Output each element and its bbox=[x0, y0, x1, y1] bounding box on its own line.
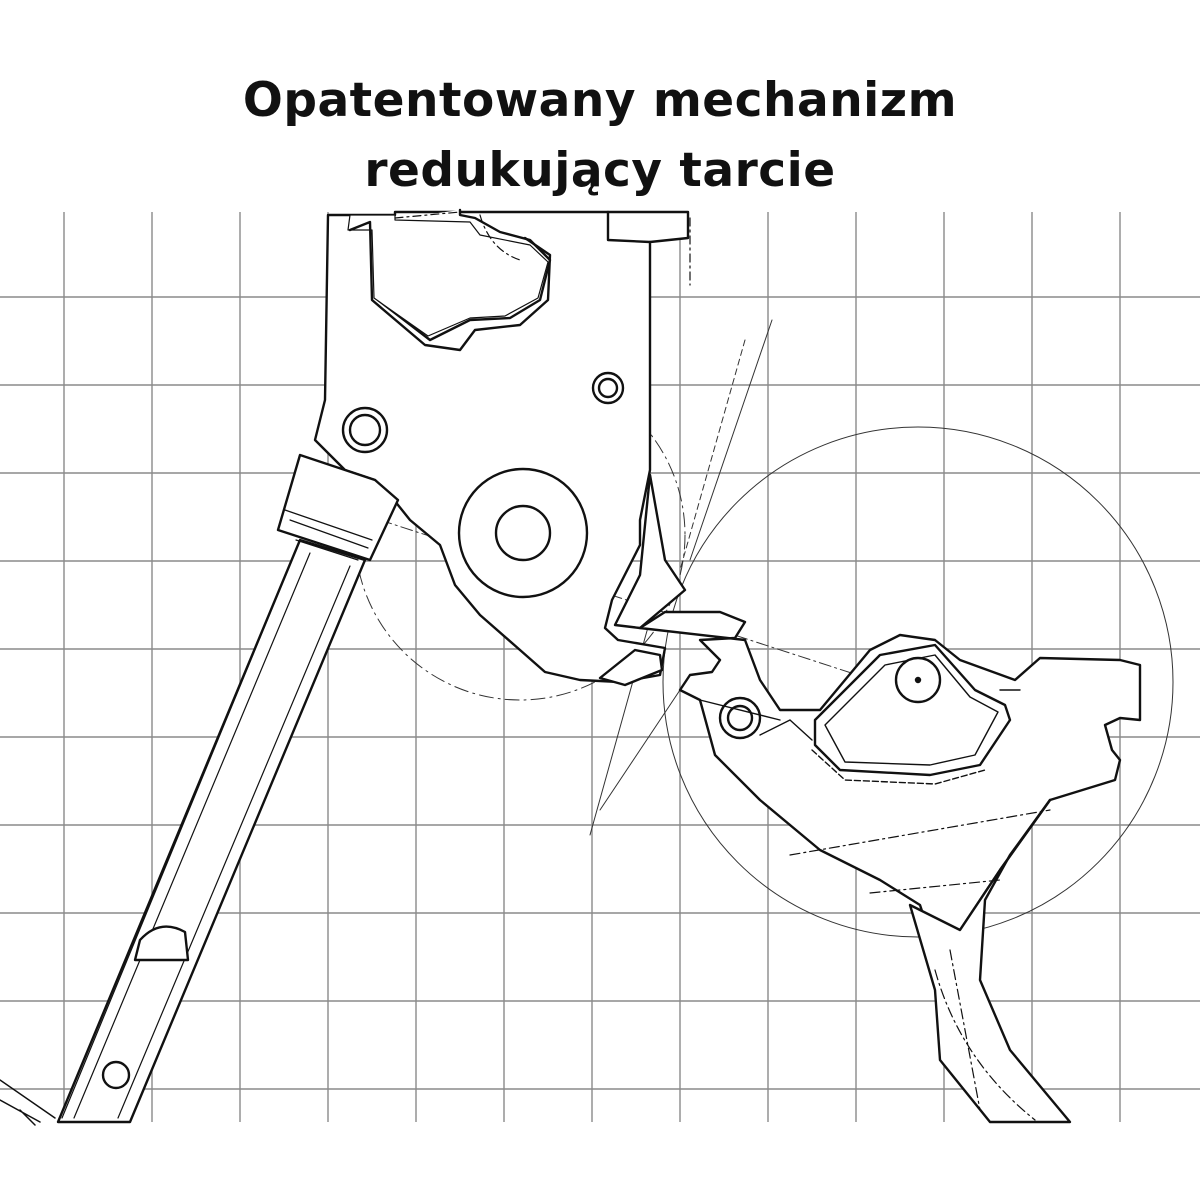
title-line-2: redukujący tarcie bbox=[364, 143, 836, 198]
handle-arm bbox=[56, 538, 367, 1124]
lower-handle-lines bbox=[789, 809, 1051, 1121]
mechanism-drawing bbox=[0, 208, 1174, 1126]
page-title: Opatentowany mechanizm redukujący tarcie bbox=[0, 66, 1200, 206]
jaw-lower-tip bbox=[598, 648, 664, 687]
lower-window bbox=[813, 643, 1012, 777]
pin-top-inner bbox=[597, 377, 619, 399]
lower-window-inner bbox=[824, 654, 999, 766]
handle-hole bbox=[101, 1060, 131, 1090]
handle-slot bbox=[133, 925, 190, 962]
handle-tip bbox=[0, 1079, 56, 1126]
jaw-ridges bbox=[699, 689, 1021, 741]
top-slot bbox=[606, 210, 652, 244]
pin-lower-right-dot bbox=[914, 676, 922, 684]
lower-handle bbox=[908, 798, 1072, 1124]
handle-arm-inner bbox=[61, 552, 351, 1119]
lower-window-dashed bbox=[811, 749, 986, 785]
main-pivot-inner bbox=[494, 504, 552, 562]
pin-upper-left-inner bbox=[348, 413, 382, 447]
title-line-1: Opatentowany mechanizm bbox=[242, 73, 958, 128]
top-window-inner bbox=[348, 220, 552, 352]
clamp-block bbox=[276, 453, 400, 562]
clamp-lines bbox=[284, 509, 373, 561]
top-window-cutout bbox=[347, 214, 549, 337]
top-dashed bbox=[394, 211, 691, 286]
